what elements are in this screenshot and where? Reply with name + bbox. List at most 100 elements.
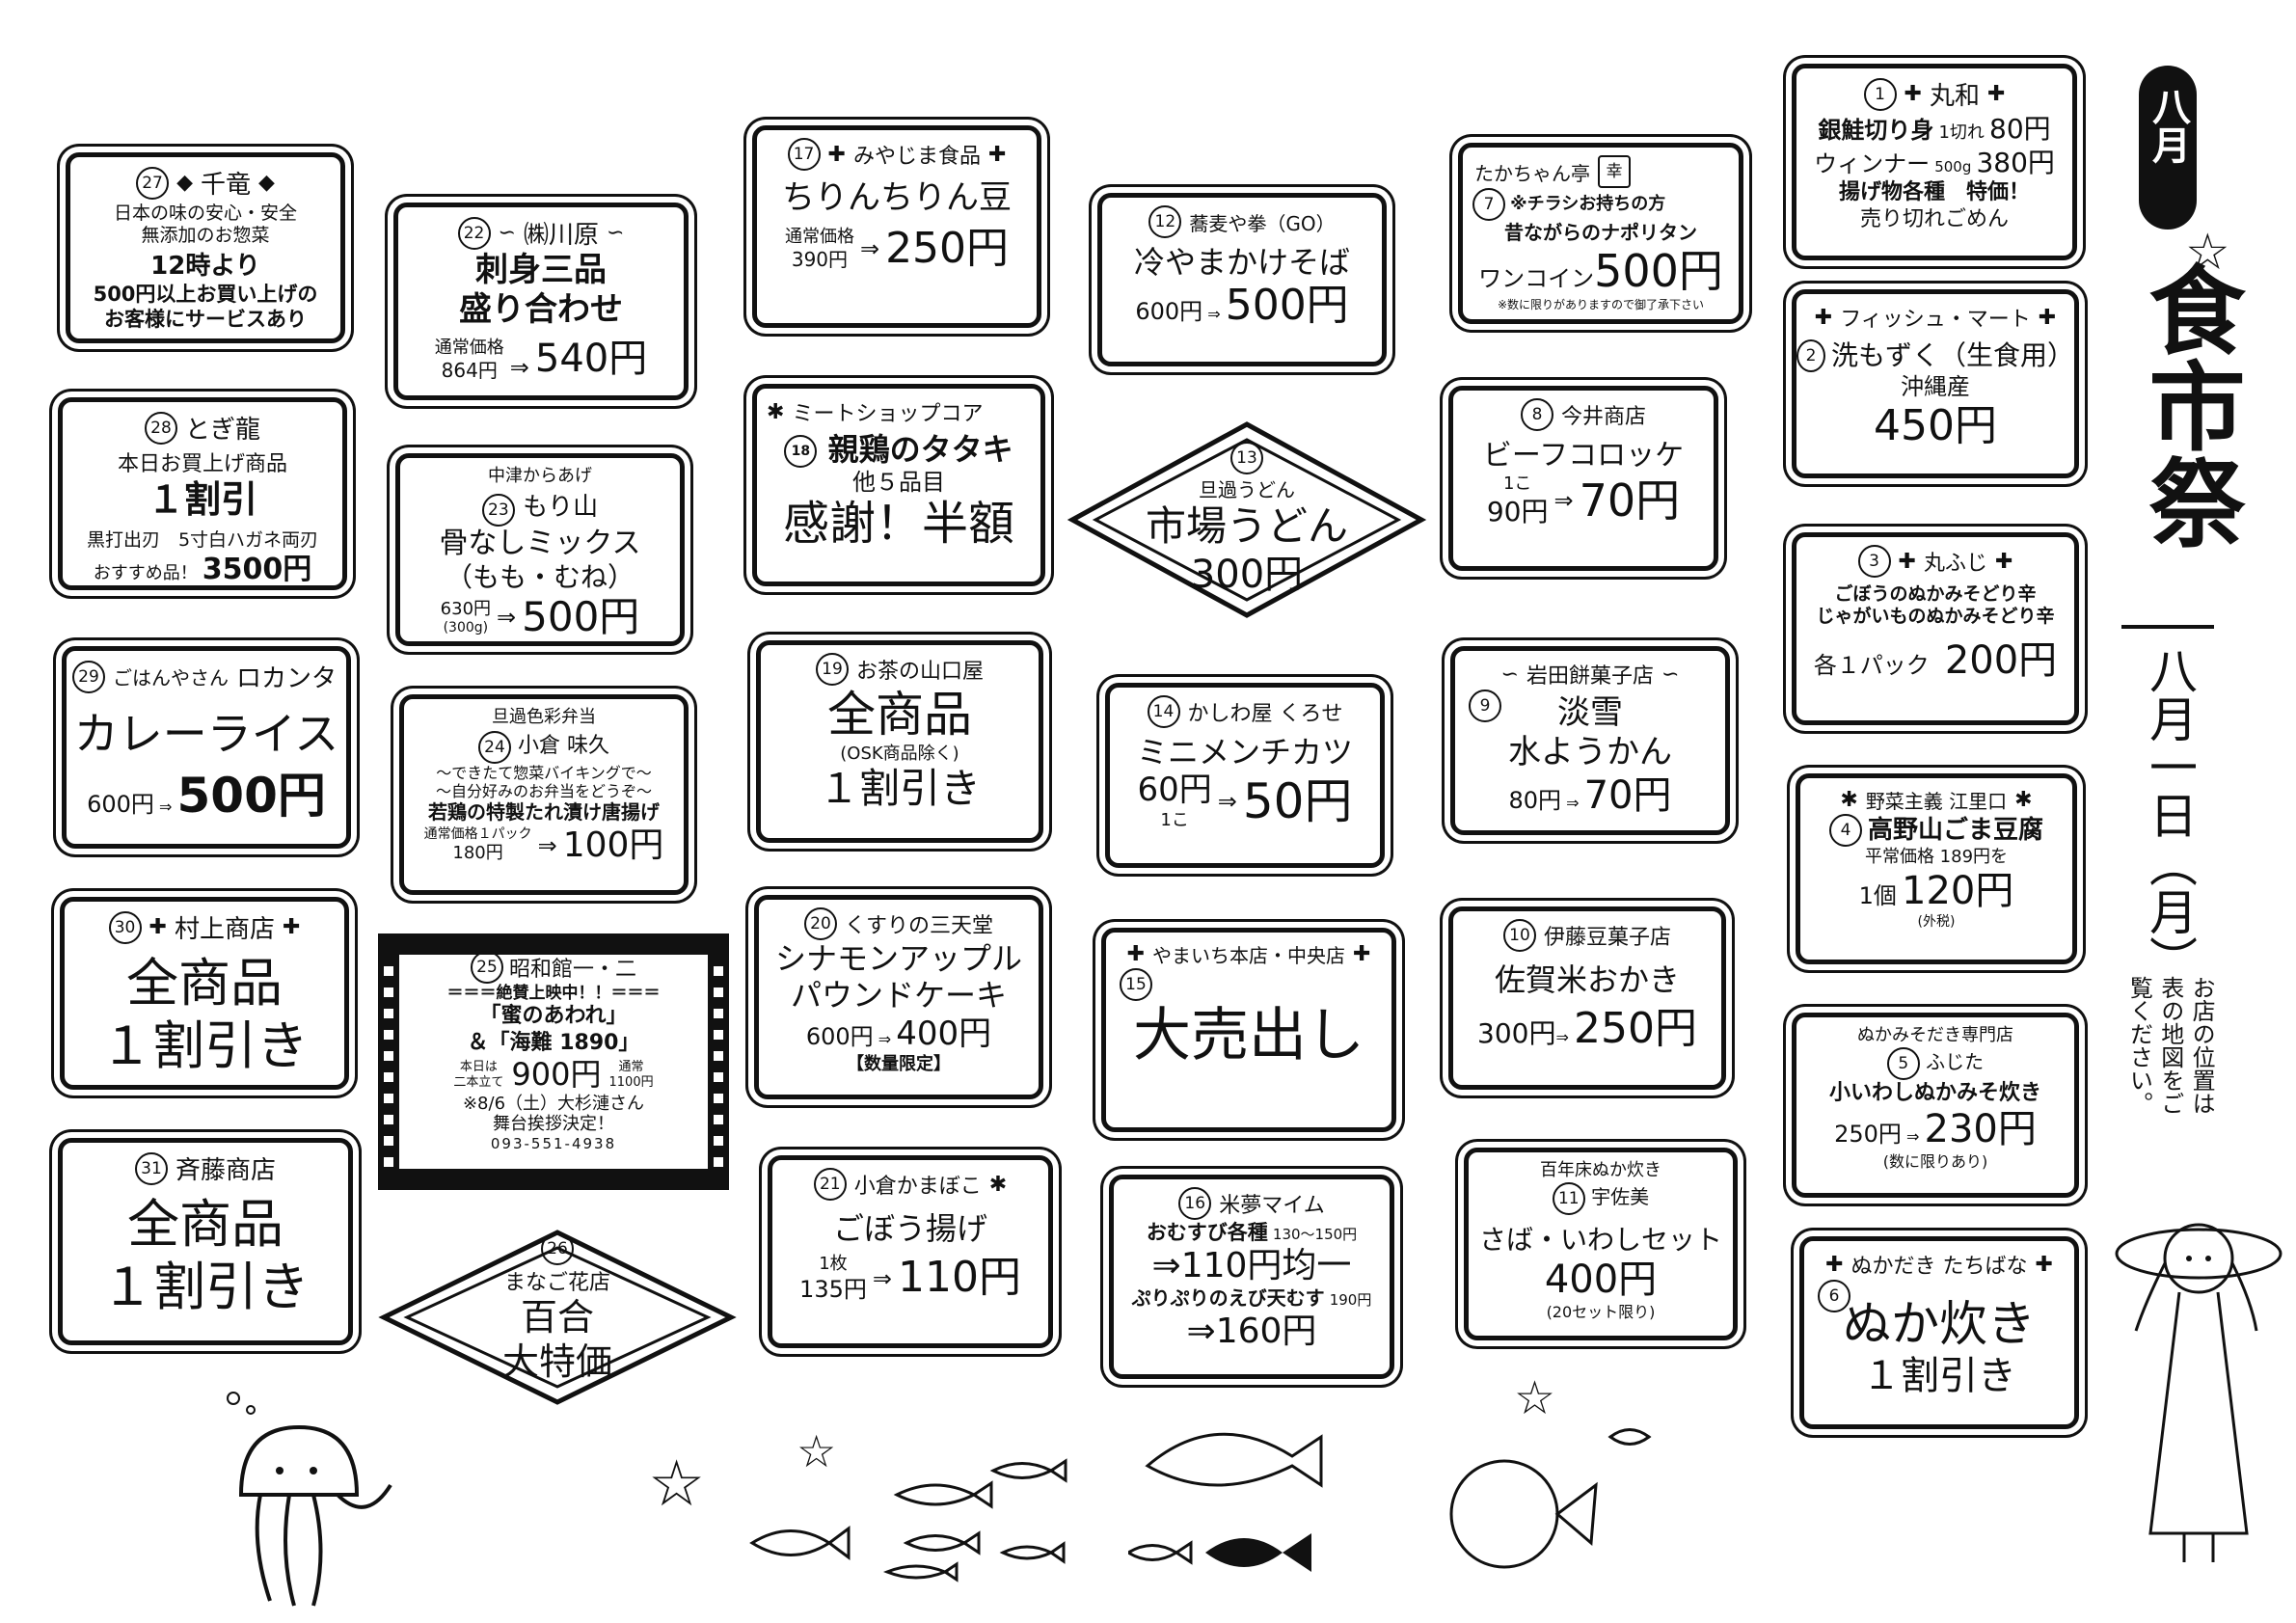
sale-price: 500円 — [1225, 281, 1349, 331]
sale-price: 50円 — [1242, 772, 1353, 829]
shop-line: ＝＝＝絶賛上映中！！＝＝＝ — [446, 984, 661, 1003]
shop-line: 舞台挨拶決定！ — [493, 1114, 614, 1135]
phone-number: 093-551-4938 — [490, 1134, 617, 1152]
month-badge: 八月 — [2139, 66, 2197, 230]
shop-line: おすすめ品！ — [93, 562, 198, 583]
shop-name: もり山 — [523, 492, 599, 522]
sale-price: 400円 — [896, 1014, 992, 1053]
shop-line: ※数に限りがありますので御了承下さい — [1497, 298, 1705, 312]
shop-name: 小倉 味久 — [518, 733, 609, 758]
shop-discount: 大特価 — [501, 1340, 612, 1383]
shop-item: （もも・むね） — [445, 560, 635, 593]
pufferfish-illustration — [1449, 1428, 1652, 1569]
sale-price: 200円 — [1944, 637, 2058, 683]
sale-price: 110円 — [897, 1253, 1021, 1303]
shop-number: 4 — [1828, 814, 1862, 847]
old-price: 600円 — [87, 791, 154, 819]
old-price: 60円 — [1137, 771, 1212, 810]
shop-number: 27 — [136, 166, 170, 200]
shop-item: 若鶏の特製たれ漬け唐揚げ — [428, 799, 660, 824]
shop-item: ウィンナー — [1814, 150, 1931, 177]
shop-name: 斉藤商店 — [175, 1156, 276, 1185]
shop-number: 7 — [1472, 188, 1505, 221]
sale-price: 160円 — [1215, 1312, 1317, 1352]
shop-line: 本日は — [459, 1059, 498, 1074]
movie-title: 「蜜のあわれ」 — [479, 1004, 628, 1029]
shop-name: ふじた — [1926, 1049, 1985, 1073]
shop-name: たかちゃん亭 — [1474, 161, 1590, 185]
shop-number: 8 — [1520, 398, 1553, 431]
shop-item: おむすび各種 — [1146, 1221, 1268, 1244]
old-price: 190円 — [1329, 1291, 1372, 1310]
shop-item: 市場うどん — [1145, 502, 1348, 551]
shop-item: カレーライス — [73, 708, 339, 760]
shop-name: ロカンタ — [236, 664, 338, 693]
shop-number: 24 — [478, 730, 511, 764]
shop-line: ※8/6（土）大杉漣さん — [462, 1093, 645, 1114]
unit: 1個 — [1858, 881, 1897, 909]
old-price: 平常価格 189円を — [1864, 847, 2009, 867]
shop-card-26: 26 まなご花店 百合 大特価 — [378, 1227, 737, 1408]
shop-card-9: ∽岩田餅菓子店∽ 9 淡雪 水ようかん 80円 ⇒ 70円 — [1450, 646, 1730, 835]
shop-number: 15 — [1120, 968, 1152, 1001]
star-icon: ☆ — [797, 1425, 837, 1477]
price-label: 通常価格１パック — [423, 826, 532, 843]
shop-item: 洗もずく（生食用） — [1830, 339, 2074, 371]
month-label: 八月 — [2146, 87, 2191, 164]
shop-name: 蕎麦や拳（GO） — [1189, 211, 1336, 235]
girl-illustration — [2115, 1223, 2282, 1562]
shop-item: 水ようかん — [1508, 732, 1672, 771]
shop-item: 高野山ごま豆腐 — [1867, 815, 2043, 845]
shop-line: 他５品目 — [852, 469, 945, 497]
shop-name: 旦過色彩弁当 — [492, 707, 596, 727]
shop-line: 日本の味の安心・安全 — [113, 203, 297, 224]
star-icon: ☆ — [2185, 224, 2230, 282]
weight: (300g) — [443, 619, 489, 636]
sale-price: 380円 — [1976, 147, 2055, 178]
shop-name: ごはんやさん — [113, 666, 229, 690]
shop-card-6: ✚ぬかだき たちばな✚ 6 ぬか炊き １割引き — [1799, 1236, 2079, 1429]
shop-number: 11 — [1552, 1181, 1585, 1215]
shop-number: 12 — [1148, 205, 1182, 238]
shop-line: 沖縄産 — [1901, 373, 1970, 400]
shop-number: 19 — [815, 653, 849, 686]
shop-item: 全商品 — [827, 687, 972, 743]
old-price: 250円 — [1834, 1121, 1902, 1149]
shop-name: 丸和 — [1929, 82, 1980, 111]
shop-number: 17 — [787, 138, 821, 171]
shop-line: 売り切れごめん — [1859, 206, 2009, 231]
sale-price: 500円 — [522, 593, 640, 641]
fish-school-illustration — [749, 1458, 1067, 1582]
shop-name: みやじま食品 — [852, 145, 981, 169]
old-price: 180円 — [452, 843, 503, 864]
jellyfish-illustration — [227, 1392, 392, 1607]
shop-line: 500円以上お買い上げの — [93, 283, 318, 307]
diamond-frame — [378, 1230, 737, 1405]
shop-item: 親鶏のタタキ — [827, 431, 1013, 468]
shop-discount: １割引き — [1862, 1354, 2016, 1398]
shop-card-27: 27◆千竜◆ 日本の味の安心・安全 無添加のお惣菜 12時より 500円以上お買… — [66, 152, 345, 343]
shop-name: お茶の山口屋 — [855, 660, 984, 684]
shop-number: 2 — [1796, 338, 1825, 372]
price-label: 通常 — [618, 1059, 644, 1074]
old-price: 390円 — [791, 247, 849, 271]
shop-name: ㈱川原 — [523, 221, 599, 250]
shop-item: ぷりぷりのえび天むす — [1131, 1286, 1325, 1311]
shop-discount: １割引き — [100, 1014, 309, 1076]
shop-line: 無添加のお惣菜 — [141, 224, 270, 246]
shop-item: 冷やまかけそば — [1133, 244, 1350, 281]
festival-date: 八月一日（月） — [2142, 646, 2198, 984]
shop-name: やまいち本店・中央店 — [1152, 944, 1345, 967]
shop-item: 骨なしミックス — [439, 526, 641, 560]
